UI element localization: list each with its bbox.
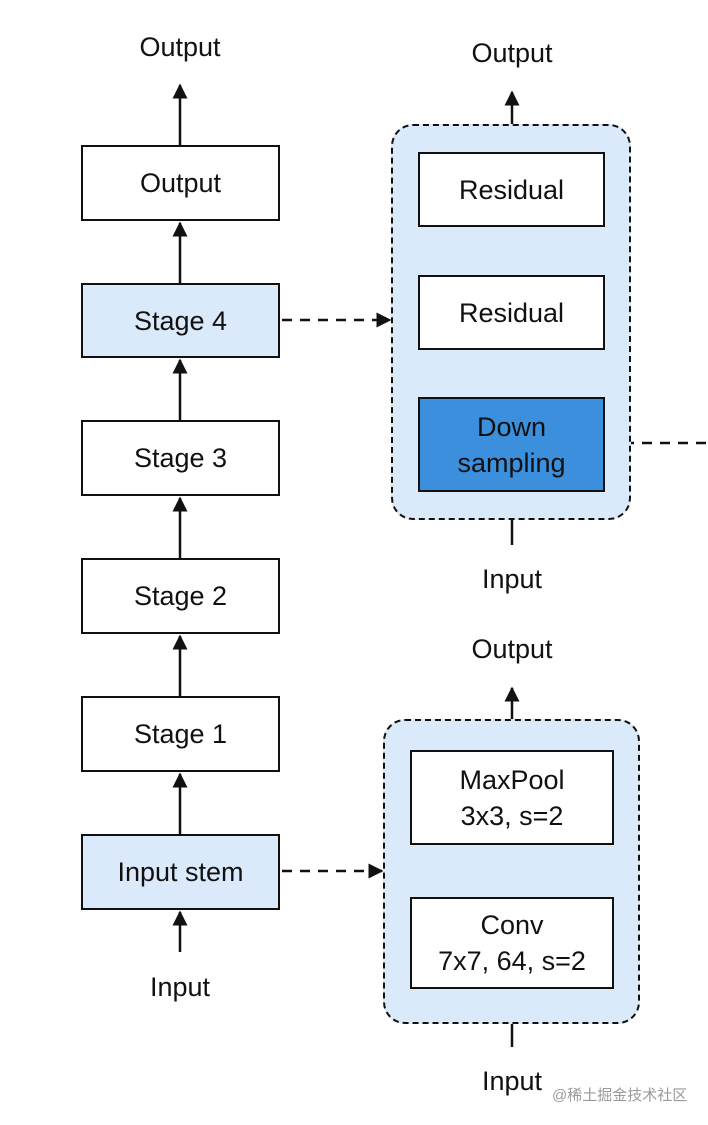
maxpool-line-1: MaxPool (459, 764, 565, 795)
watermark: @稀土掘金技术社区 (552, 1087, 688, 1104)
conv-line-1: Conv (480, 910, 544, 940)
main-output-label: Output (139, 32, 221, 62)
stem-detail-input-label: Input (481, 1066, 543, 1096)
down-sampling-line-2: sampling (457, 447, 566, 478)
stage-1-box: Stage 1 (81, 696, 280, 772)
residual-1-box: Residual (418, 275, 605, 350)
stage-4-box: Stage 4 (81, 283, 280, 358)
stem-detail-output-label: Output (471, 634, 553, 664)
stage-detail-output-label: Output (471, 38, 553, 68)
stage-4-text: Stage 4 (133, 305, 228, 336)
stage-2-text: Stage 2 (133, 581, 228, 611)
output-box: Output (81, 145, 280, 221)
down-sampling-line-1: Down (476, 411, 547, 442)
input-stem-box: Input stem (81, 834, 280, 910)
conv-box: Conv 7x7, 64, s=2 (410, 897, 614, 989)
maxpool-box: MaxPool 3x3, s=2 (410, 750, 614, 845)
stage-detail-input-label: Input (481, 564, 543, 594)
down-sampling-box: Down sampling (418, 397, 605, 492)
output-box-text: Output (139, 168, 222, 198)
stage-3-box: Stage 3 (81, 420, 280, 496)
residual-1-text: Residual (458, 297, 565, 328)
residual-2-box: Residual (418, 152, 605, 227)
input-stem-text: Input stem (117, 857, 244, 887)
maxpool-line-2: 3x3, s=2 (460, 800, 564, 831)
residual-2-text: Residual (458, 174, 565, 205)
stage-2-box: Stage 2 (81, 558, 280, 634)
conv-line-2: 7x7, 64, s=2 (438, 946, 586, 976)
stage-1-text: Stage 1 (133, 719, 228, 749)
main-input-label: Input (149, 972, 211, 1002)
stage-3-text: Stage 3 (133, 443, 228, 473)
